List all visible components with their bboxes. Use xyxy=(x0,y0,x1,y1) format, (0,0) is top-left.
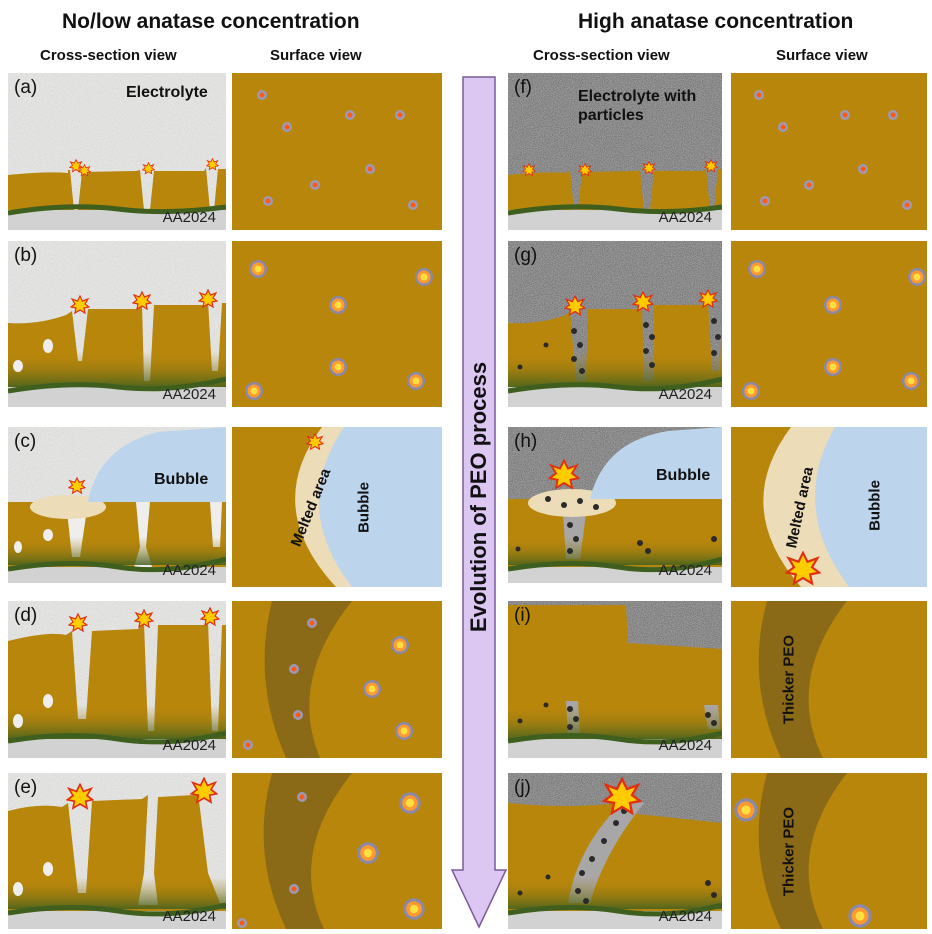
process-arrow xyxy=(450,76,508,929)
subheader-right-cross: Cross-section view xyxy=(533,47,670,64)
electrolyte-label: Electrolyte xyxy=(126,84,208,101)
panel-e-cross-section: (e) AA2024 xyxy=(8,773,226,929)
bubble-label: Bubble xyxy=(656,467,711,484)
panel-f-surface xyxy=(731,73,927,230)
alloy-label: AA2024 xyxy=(162,562,216,579)
alloy-label: AA2024 xyxy=(658,908,712,925)
header-right: High anatase concentration xyxy=(578,10,854,33)
panel-g-cross-section: (g) AA2024 xyxy=(508,241,722,407)
panel-a-cross-section: (a) Electrolyte AA2024 xyxy=(8,73,226,230)
panel-g-surface xyxy=(731,241,927,407)
alloy-label: AA2024 xyxy=(162,908,216,925)
panel-c-surface: Melted area Bubble xyxy=(232,427,442,587)
panel-f-cross-section: (f) Electrolyte with particles AA2024 xyxy=(508,73,722,230)
alloy-label: AA2024 xyxy=(658,737,712,754)
panel-letter: (i) xyxy=(514,605,531,626)
panel-letter: (j) xyxy=(514,777,531,798)
panel-letter: (e) xyxy=(14,777,38,798)
panel-d-surface xyxy=(232,601,442,758)
alloy-label: AA2024 xyxy=(162,737,216,754)
panel-b-surface xyxy=(232,241,442,407)
panel-d-cross-section: (d) AA2024 xyxy=(8,601,226,758)
panel-letter: (g) xyxy=(514,245,538,266)
alloy-label: AA2024 xyxy=(658,386,712,403)
bubble-label: Bubble xyxy=(355,482,373,533)
panel-h-surface: Melted area Bubble xyxy=(731,427,927,587)
panel-letter: (c) xyxy=(14,431,37,452)
panel-letter: (f) xyxy=(514,77,532,98)
alloy-label: AA2024 xyxy=(658,562,712,579)
panel-b-cross-section: (b) AA2024 xyxy=(8,241,226,407)
subheader-left-surface: Surface view xyxy=(270,47,362,64)
panel-j-surface: Thicker PEO xyxy=(731,773,927,929)
alloy-label: AA2024 xyxy=(162,209,216,226)
subheader-right-surface: Surface view xyxy=(776,47,868,64)
panel-e-surface xyxy=(232,773,442,929)
header-left: No/low anatase concentration xyxy=(62,10,360,33)
subheader-left-cross: Cross-section view xyxy=(40,47,177,64)
alloy-label: AA2024 xyxy=(658,209,712,226)
arrow-label: Evolution of PEO process xyxy=(466,361,491,633)
panel-letter: (a) xyxy=(14,77,38,98)
panel-letter: (d) xyxy=(14,605,38,626)
panel-a-surface xyxy=(232,73,442,230)
electrolyte-label: Electrolyte with particles xyxy=(578,88,697,124)
panel-letter: (h) xyxy=(514,431,538,452)
panel-h-cross-section: (h) Bubble AA2024 xyxy=(508,427,722,583)
panel-i-cross-section: (i) AA2024 xyxy=(508,601,722,758)
panel-j-cross-section: (j) AA2024 xyxy=(508,773,722,929)
thicker-peo-label: Thicker PEO xyxy=(780,634,798,725)
panel-letter: (b) xyxy=(14,245,38,266)
thicker-peo-label: Thicker PEO xyxy=(780,806,798,897)
panel-c-cross-section: (c) Bubble AA2024 xyxy=(8,427,226,583)
bubble-label: Bubble xyxy=(866,480,884,531)
alloy-label: AA2024 xyxy=(162,386,216,403)
panel-i-surface: Thicker PEO xyxy=(731,601,927,758)
bubble-label: Bubble xyxy=(154,471,209,488)
